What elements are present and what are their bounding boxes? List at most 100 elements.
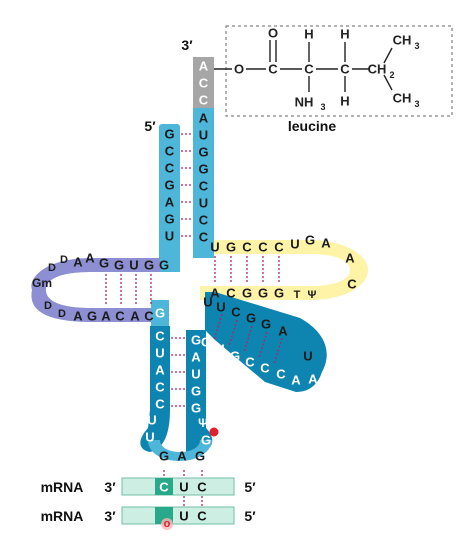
beta-carbon: C — [340, 62, 350, 77]
variable-arm-base: C — [231, 305, 241, 320]
anticodon-loop-base: U — [147, 413, 156, 428]
leucine-box — [225, 25, 453, 117]
mrna-strand — [121, 506, 235, 525]
mutation-marker: o — [164, 518, 171, 530]
acceptor-tail-backbone — [193, 57, 214, 111]
d-arm-base: A — [101, 309, 111, 324]
amino-group: NH 3 — [295, 95, 326, 113]
variable-arm-base: C — [245, 355, 255, 370]
variable-arm-base: G — [201, 335, 211, 350]
anticodon-base: G — [159, 449, 169, 464]
hydrogen-bond — [258, 331, 268, 359]
d-arm-base: G — [99, 256, 109, 271]
variable-arm-base: U — [216, 300, 225, 315]
mrna-base: U — [179, 509, 188, 524]
acceptor-stem-base: G — [198, 145, 208, 160]
d-loop-base: Gm — [32, 276, 52, 290]
anticodon-stem-base: C — [155, 329, 165, 344]
d-loop-base: D — [44, 300, 52, 312]
anticodon-base: G — [195, 449, 205, 464]
variable-arm-backbone — [205, 292, 327, 392]
svg-text:CH: CH — [393, 91, 412, 106]
d-arm-base: A — [85, 251, 95, 266]
acceptor-tail-base: C — [199, 76, 209, 91]
hydrogen-bond — [228, 319, 238, 347]
base-pair-bonds — [105, 133, 283, 407]
svg-text:NH: NH — [295, 95, 314, 110]
mrna-base: C — [159, 480, 169, 495]
t-arm-connector — [193, 238, 214, 258]
beta-hydrogen-top: H — [340, 27, 349, 42]
acceptor-tail-base: C — [199, 93, 209, 108]
acceptor-stem-base: A — [199, 111, 209, 126]
svg-text:CH: CH — [368, 62, 387, 77]
trna-backbone — [31, 57, 368, 461]
carbonyl-carbon: C — [268, 62, 278, 77]
t-arm-base: A — [210, 286, 220, 301]
acceptor-stem-base: U — [199, 196, 208, 211]
anticodon-stem-base: C — [155, 380, 165, 395]
acceptor-stem-base: G — [164, 178, 174, 193]
amino-acid-name: leucine — [288, 118, 336, 134]
t-arm-base: C — [226, 286, 236, 301]
t-arm-base: Ψ — [308, 289, 317, 301]
hydrogen-bond — [213, 313, 223, 341]
d-loop-base: D — [48, 262, 56, 274]
t-arm-base: U — [210, 240, 219, 255]
variable-arm-base: C — [260, 361, 270, 376]
mrna-base: C — [197, 480, 207, 495]
d-arm-connector — [159, 248, 180, 272]
mrna-label: mRNA — [41, 508, 84, 524]
anticodon-arm-backbone — [140, 326, 170, 452]
t-arm-base: G — [258, 286, 268, 301]
acceptor-stem-base: U — [165, 229, 174, 244]
methyl-top: CH 3 — [393, 33, 420, 52]
hydrogen-bond — [273, 337, 283, 365]
d-arm-base: G — [159, 258, 169, 273]
hydrogen-bond — [243, 325, 253, 353]
anticodon-stem-base: U — [155, 346, 164, 361]
anticodon-stem-base: A — [155, 363, 165, 378]
acceptor-stem-base: C — [199, 230, 209, 245]
d-arm-base: G — [144, 258, 154, 273]
variable-arm-base: C — [276, 367, 286, 382]
anticodon-stem-base: G — [191, 401, 201, 416]
variable-loop-base: U — [303, 349, 312, 364]
d-arm-base: G — [114, 258, 124, 273]
t-arm-base: C — [274, 240, 284, 255]
acceptor-stem-base: C — [165, 161, 175, 176]
anticodon-stem-base: A — [191, 350, 201, 365]
anticodon-stem-base: U — [191, 367, 200, 382]
d-loop-base: D — [60, 254, 68, 266]
acceptor-tail-base: A — [199, 59, 209, 74]
mrna-strand — [121, 477, 235, 496]
anticodon-loop-backbone — [148, 440, 212, 461]
anticodon-loop-base: G — [201, 433, 211, 448]
acceptor-stem-base: U — [199, 128, 208, 143]
anticodon-stem-base: C — [155, 397, 165, 412]
carbonyl-oxygen: O — [268, 26, 278, 41]
leucine-structure: O C O C H C H H NH 3 CH 2 CH 3 CH 3 leuc… — [214, 25, 453, 134]
codon-anticodon-pairing — [163, 470, 203, 507]
anticodon-arm-3p-backbone — [186, 330, 213, 452]
mrna-codon-highlight — [155, 478, 173, 495]
acceptor-stem-base: G — [164, 212, 174, 227]
variable-arm-base: U — [203, 295, 212, 310]
mrna-5prime: 5′ — [244, 508, 256, 524]
t-loop-base: C — [347, 277, 357, 292]
d-arm-base: A — [73, 309, 83, 324]
anticodon-link-base: G — [155, 306, 165, 321]
t-arm-base: G — [226, 240, 236, 255]
anticodon-base: A — [177, 449, 187, 464]
mrna-5prime: 5′ — [244, 479, 256, 495]
alpha-hydrogen: H — [304, 27, 313, 42]
anticodon-loop-base: U — [145, 430, 154, 445]
acceptor-stem-base: C — [199, 213, 209, 228]
trna-3prime-label: 3′ — [181, 37, 193, 53]
t-arm-base: A — [321, 236, 331, 251]
variable-arm-base: A — [308, 372, 318, 387]
variable-arm-base: G — [246, 311, 256, 326]
ester-oxygen: O — [234, 62, 244, 77]
